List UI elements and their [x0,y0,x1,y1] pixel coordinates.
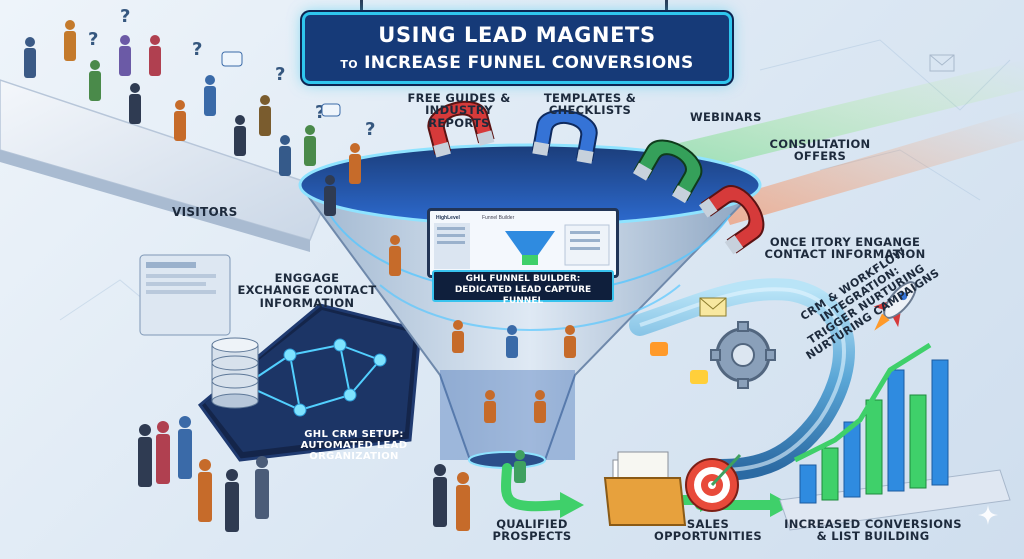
engage-exchange-l3: INFORMATION [259,295,355,310]
outcome-sales-opportunities: SALES OPPORTUNITIES [648,518,768,543]
folder-icon [603,451,687,526]
crm-setup-label: GHL CRM SETUP: AUTOMATED LEAD ORGANIZATI… [298,429,410,462]
crm-setup-l2: AUTOMATED LEAD [300,439,408,451]
visitor-ramp [0,79,331,252]
title-line-2-prefix: TO [340,58,358,71]
funnel-builder-l2: DEDICATED LEAD CAPTURE FUNNEL [454,284,592,306]
magnet-label-guides-l1: FREE GUIDES & [407,91,511,105]
magnet-icon [427,100,495,158]
magnet-icon [531,109,598,164]
funnel-builder-banner: GHL FUNNEL BUILDER: DEDICATED LEAD CAPTU… [432,270,614,306]
magnet-label-guides-l2: INDUSTRY REPORTS [425,103,493,130]
magnet-label-consultation-l1: CONSULTATION [769,137,871,151]
svg-text:?: ? [315,102,325,123]
title-line-1: USING LEAD MAGNETS [378,23,656,47]
crm-network-platform [197,303,422,462]
engage-exchange-label: ENGGAGE EXCHANGE CONTACT INFORMATION [232,271,382,310]
rocket-icon [873,281,917,331]
magnet-label-consultation-l2: OFFERS [793,149,847,164]
svg-text:?: ? [192,39,202,60]
magnet-icon [698,185,765,255]
once-engage-label: ONCE ITORY ENGANGE CONTACT INFORMATION [760,236,930,261]
outcome-sales-l1: SALES [686,517,730,531]
crm-setup-l1: GHL CRM SETUP: [304,429,404,440]
outcome-conversions-l2: & LIST BUILDING [816,529,930,544]
magnet-label-guides: FREE GUIDES & INDUSTRY REPORTS [400,92,518,129]
sparkle-icon [978,505,998,525]
svg-text:?: ? [120,6,130,27]
magnet-label-webinars-l1: WEBINARS [690,110,762,124]
screen-title: Funnel Builder [482,215,515,221]
engage-exchange-l1: ENGGAGE [274,271,340,285]
screen-mockup-graphic [434,223,610,269]
visitors-label: VISITORS [172,205,238,219]
question-mark-icons: ??? ??? [88,6,375,140]
growth-bars-icon [779,342,1011,531]
title-hanger-left [360,0,363,14]
title-hanger-right [665,0,668,14]
crm-setup-l3: ORGANIZATION [309,450,399,462]
outcome-increased-conversions: INCREASED CONVERSIONS & LIST BUILDING [778,518,968,543]
title-line-2: TO INCREASE FUNNEL CONVERSIONS [305,53,729,73]
magnet-label-consultation: CONSULTATION OFFERS [765,138,875,163]
prospect-figures [452,320,576,483]
email-icon [929,54,955,72]
email-icon [699,297,727,317]
title-line-2-main: INCREASE FUNNEL CONVERSIONS [364,53,694,73]
gear-icon [710,321,776,389]
database-icon [211,337,259,409]
outcome-qualified-prospects: QUALIFIED PROSPECTS [487,518,577,543]
engage-exchange-l2: EXCHANGE CONTACT [237,283,377,298]
chat-bubble-icon [650,342,708,384]
title-banner: USING LEAD MAGNETS TO INCREASE FUNNEL CO… [302,12,732,84]
screen-logo: HighLevel [436,215,460,221]
funnel-builder-screen: HighLevel Funnel Builder [427,208,619,278]
svg-text:?: ? [88,29,98,50]
magnet-label-webinars: WEBINARS [690,110,762,124]
chat-bubble-icon [221,51,341,117]
magnet-label-templates-l2: CHECKLISTS [548,103,632,118]
visitor-figures [24,20,401,276]
magnet-label-templates-l1: TEMPLATES & [543,91,637,105]
dashboard-panel [139,254,231,336]
outcome-sales-l2: OPPORTUNITIES [654,529,762,544]
outcome-conversions-l1: INCREASED CONVERSIONS [784,517,962,531]
svg-text:?: ? [365,119,375,140]
outcome-qualified-l1: QUALIFIED [496,517,568,531]
once-engage-l1: ONCE ITORY ENGANGE [769,235,921,249]
funnel-builder-l1: GHL FUNNEL BUILDER: [465,274,581,284]
magnet-label-templates: TEMPLATES & CHECKLISTS [540,92,640,117]
team-figures [138,416,470,532]
outcome-qualified-l2: PROSPECTS [492,529,572,544]
target-icon [685,453,742,512]
svg-text:?: ? [275,64,285,85]
magnet-icon [633,139,703,204]
once-engage-l2: CONTACT INFORMATION [764,247,926,262]
